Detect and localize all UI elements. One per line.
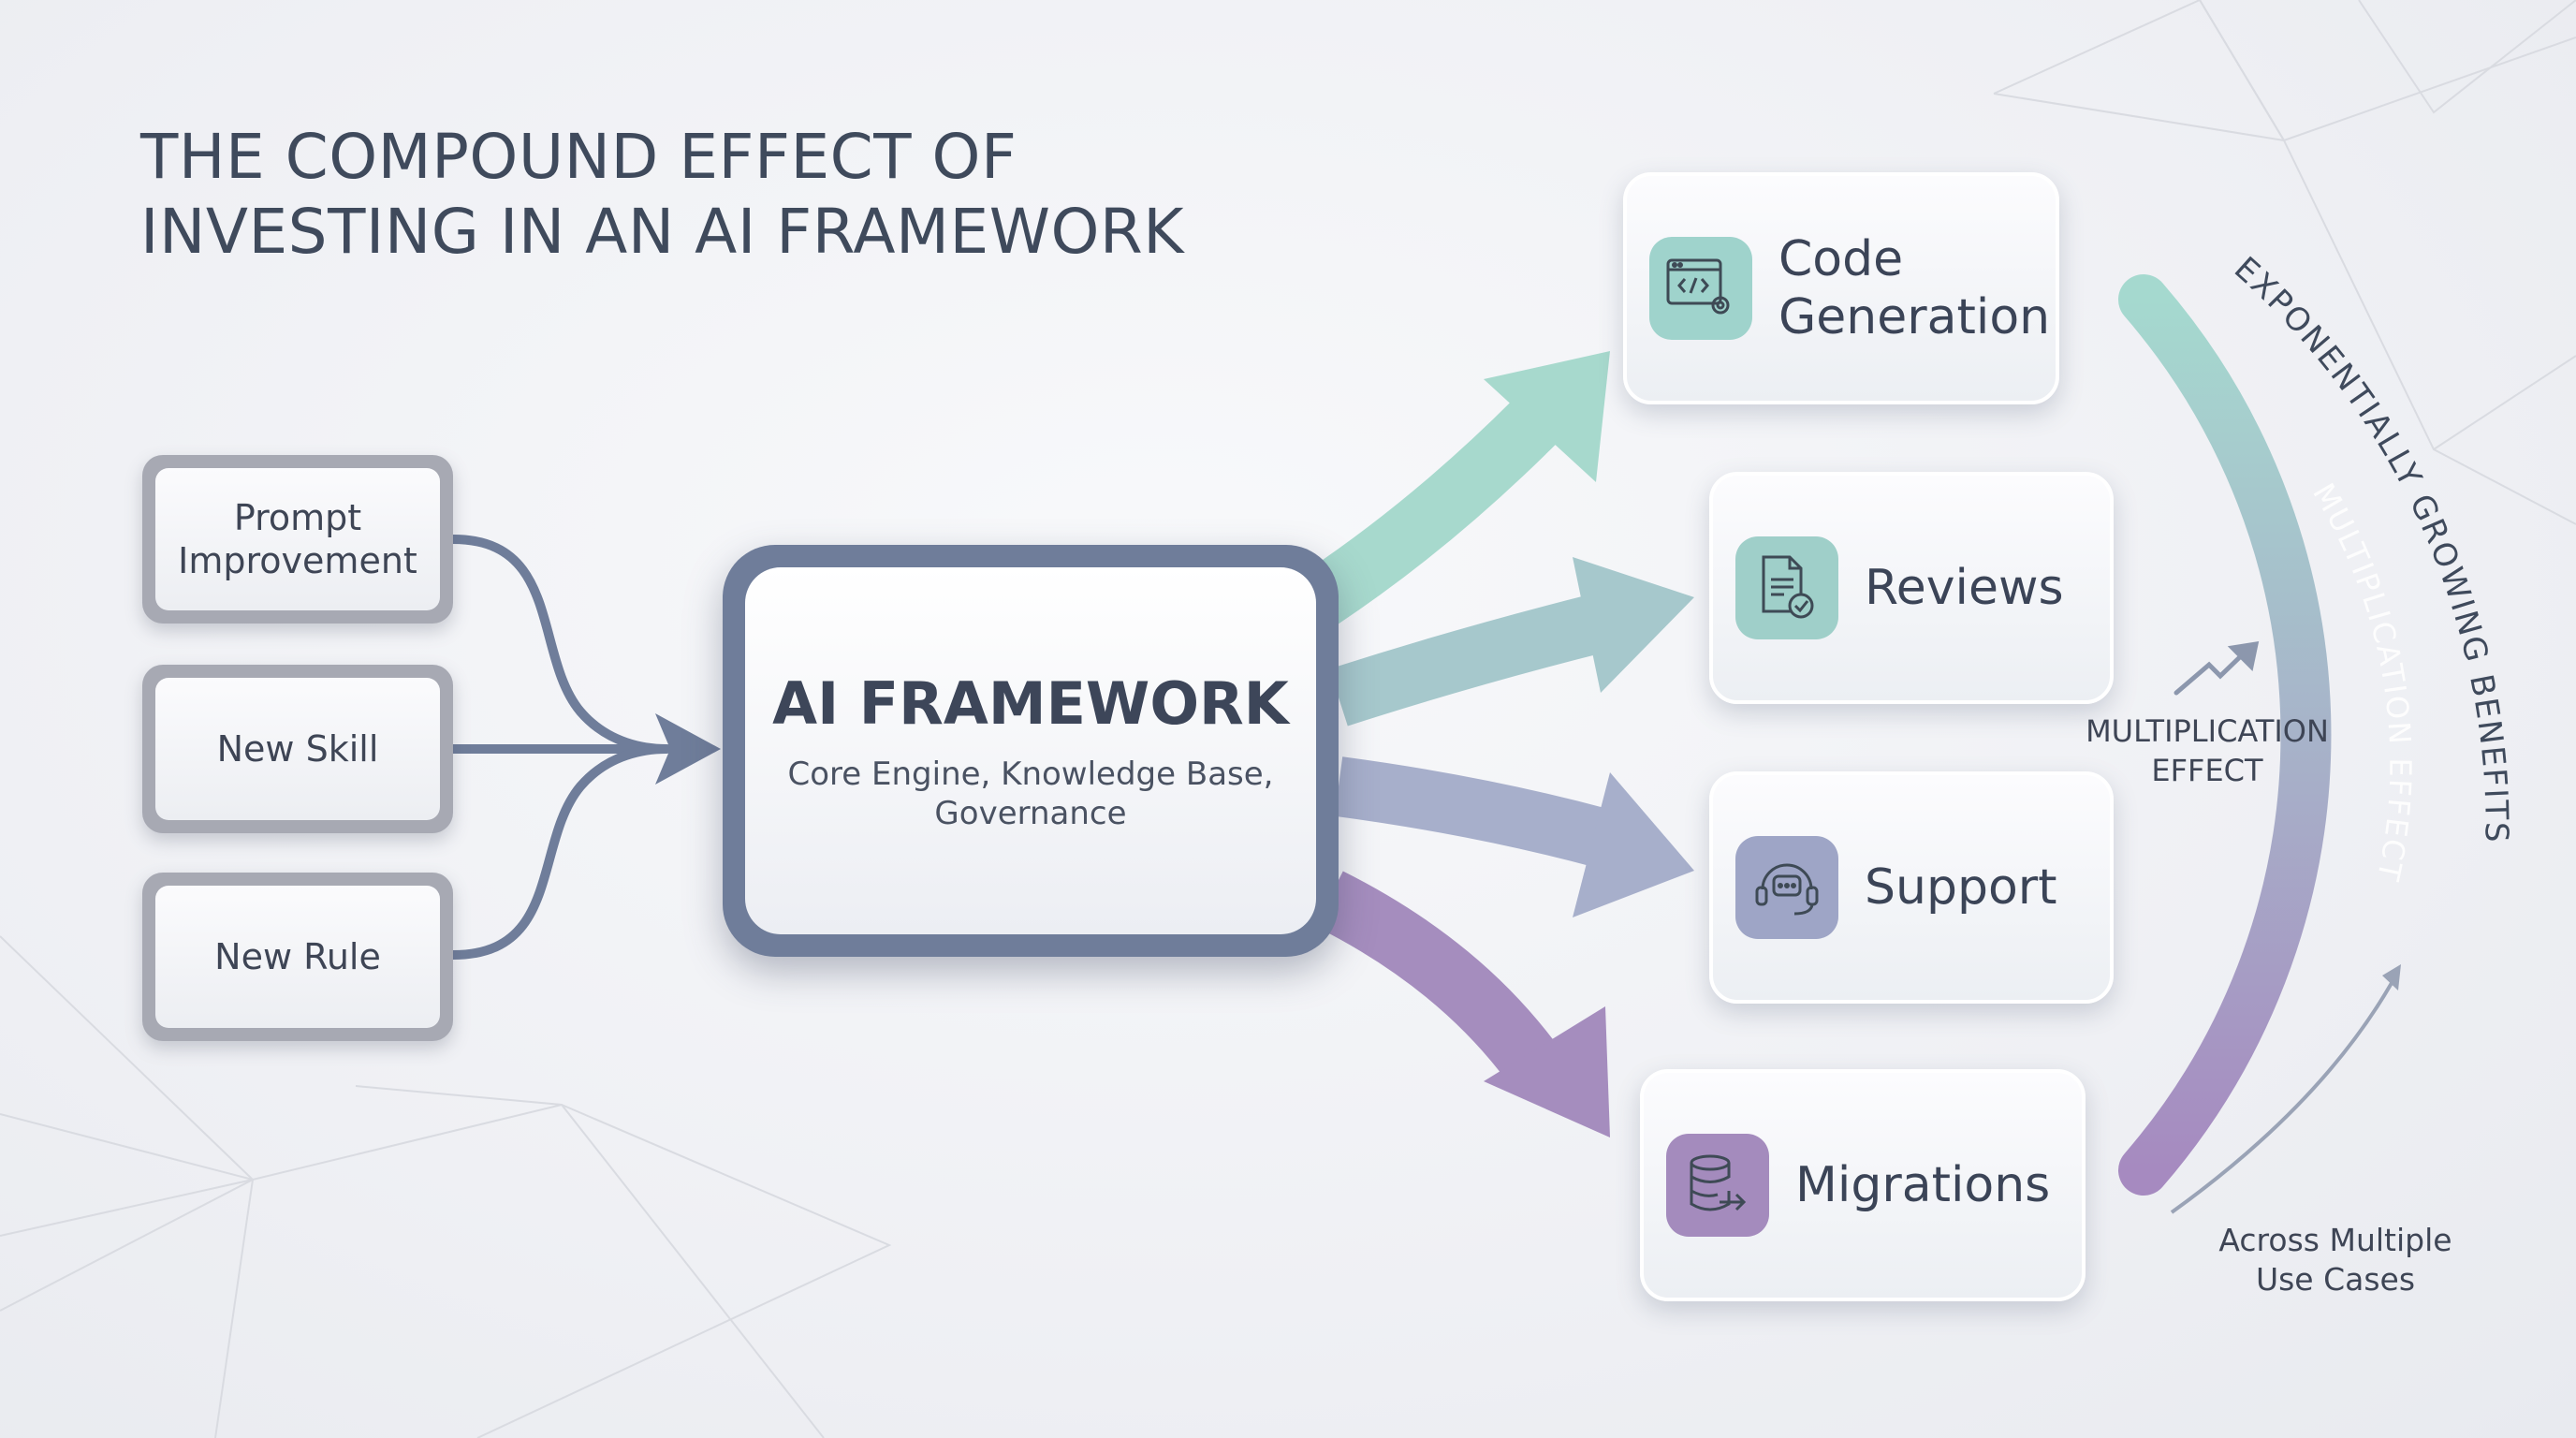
input-card-new-skill: New Skill xyxy=(142,665,453,833)
output-card-support: Support xyxy=(1709,771,2114,1004)
arrow-to-migrations xyxy=(1315,871,1610,1137)
input-label-line-2: Improvement xyxy=(178,540,417,581)
headset-chat-icon xyxy=(1735,836,1838,939)
thin-arc-arrow xyxy=(2170,964,2401,1214)
output-card-migrations: Migrations xyxy=(1640,1069,2086,1301)
code-window-gear-icon xyxy=(1649,237,1752,340)
input-label-line-1: Prompt xyxy=(233,497,362,538)
ai-framework-box: AI FRAMEWORK Core Engine, Knowledge Base… xyxy=(723,545,1339,957)
output-card-reviews: Reviews xyxy=(1709,472,2114,704)
across-use-cases-note: Across Multiple Use Cases xyxy=(2218,1222,2452,1298)
output-card-code-generation: Code Generation xyxy=(1623,172,2059,404)
output-label: Reviews xyxy=(1865,560,2064,616)
trend-arrow-icon xyxy=(2174,640,2260,696)
title-line-1: THE COMPOUND EFFECT OF xyxy=(140,121,1017,193)
core-title: AI FRAMEWORK xyxy=(772,668,1289,738)
multiplication-effect-note: MULTIPLICATION EFFECT xyxy=(2086,713,2329,788)
input-label: New Skill xyxy=(216,728,379,770)
output-label: Support xyxy=(1865,859,2057,916)
arrow-to-code-generation xyxy=(1302,351,1610,625)
core-subtitle: Core Engine, Knowledge Base, Governance xyxy=(787,755,1274,832)
page-title: THE COMPOUND EFFECT OF INVESTING IN AN A… xyxy=(140,120,1184,270)
title-line-2: INVESTING IN AN AI FRAMEWORK xyxy=(140,196,1185,268)
arrow-to-reviews xyxy=(1329,557,1694,726)
input-connectors xyxy=(448,535,671,960)
input-card-prompt-improvement: Prompt Improvement xyxy=(142,455,453,624)
database-export-icon xyxy=(1666,1134,1769,1237)
input-card-new-rule: New Rule xyxy=(142,873,453,1041)
arrow-to-support xyxy=(1334,756,1694,917)
output-label: Migrations xyxy=(1795,1157,2051,1213)
document-check-icon xyxy=(1735,536,1838,639)
output-label: Code Generation xyxy=(1778,231,2051,345)
input-label: New Rule xyxy=(214,936,381,977)
input-arrowhead xyxy=(655,713,721,785)
growth-arc xyxy=(2118,274,2332,1196)
